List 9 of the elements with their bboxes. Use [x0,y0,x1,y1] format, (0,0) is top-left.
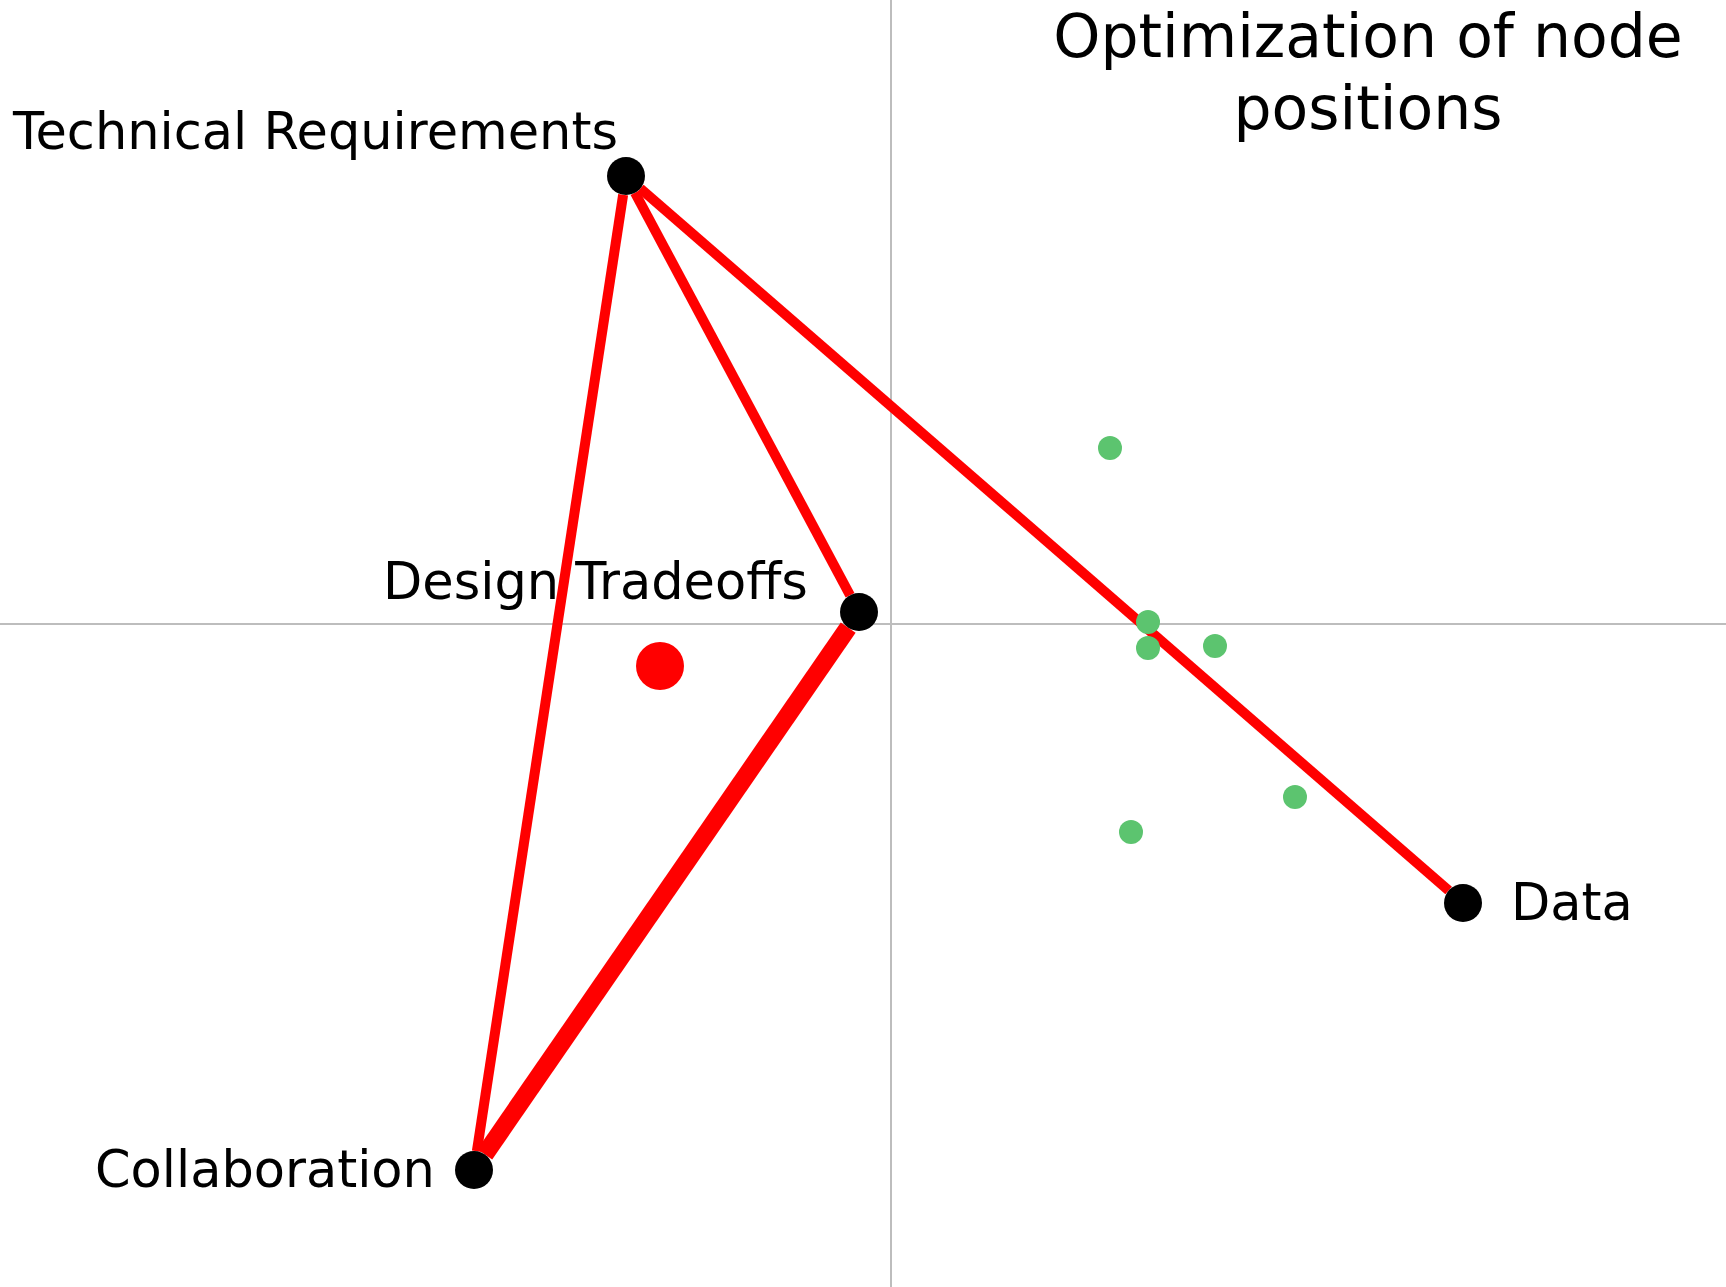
node-label: Design Tradeoffs [383,554,808,611]
connector-line [637,184,1452,895]
connector-line [471,194,629,1152]
connector-line [630,190,855,598]
connector-line [477,622,856,1160]
chart-title: Optimization of node positions [1052,0,1684,144]
node-label: Data [1511,875,1633,932]
node-label: Technical Requirements [13,104,618,161]
node-label: Collaboration [95,1142,435,1199]
